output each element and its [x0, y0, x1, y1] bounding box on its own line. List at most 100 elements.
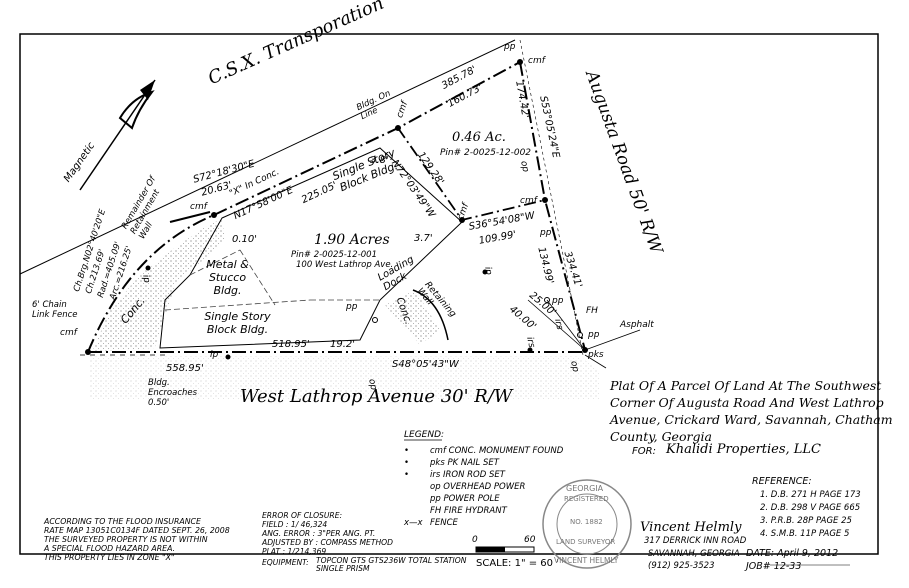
seal-georgia: GEORGIA [566, 484, 604, 493]
plat-date: DATE: April 9, 2012 [746, 548, 839, 559]
cmf-label-6: cmf [60, 328, 77, 338]
building-interior-wall [189, 249, 241, 276]
monument-pks [582, 347, 588, 353]
job-number: JOB# 12-33 [746, 561, 802, 572]
surveyor-phone: (912) 925-3523 [648, 561, 715, 571]
csx-row-line [19, 39, 516, 275]
closure-line: PLAT : 1/214,369 [262, 547, 327, 556]
concrete-area-dock [385, 290, 440, 345]
legend-dot-icon: • [404, 470, 410, 480]
monument-cmf-5 [542, 197, 548, 203]
building-interior-wall-2 [164, 299, 311, 311]
legend-item-irs: • irs IRON ROD SET [404, 470, 505, 480]
ip-label-3: ip [140, 274, 152, 284]
legend-text: irs IRON ROD SET [430, 470, 505, 480]
legend-item-pp: pp POWER POLE [404, 494, 500, 504]
monument-cmf-4 [459, 217, 465, 223]
seal-name: VINCENT HELMLY [554, 556, 619, 565]
closure-line: ADJUSTED BY : COMPASS METHOD [262, 538, 393, 547]
cmf-label-3: cmf [528, 56, 545, 66]
concrete-area-west [92, 218, 225, 352]
fire-hydrant-label: FH [586, 306, 598, 316]
parcel-2-pin: Pin# 2-0025-12-002 [440, 148, 532, 158]
seal-registered: REGISTERED [564, 495, 609, 503]
metal-stucco-label: Metal & Stucco Bldg. [206, 258, 249, 297]
monument-cmf-1 [211, 212, 217, 218]
dist-19-2: 19.2' [330, 339, 356, 350]
scale-bar [475, 546, 535, 553]
power-pole-2 [372, 317, 378, 323]
retaining-wall-remainder [169, 211, 211, 223]
surveyor-name: Vincent Helmly [640, 520, 742, 535]
parcel-1-pin: Pin# 2-0025-12-001 [291, 250, 377, 260]
monument-ip-2 [482, 269, 488, 275]
cmf-label-5: cmf [520, 196, 537, 206]
parcel-1-address: 100 West Lathrop Ave. [296, 260, 394, 270]
parcel-1-area: 1.90 Acres [314, 232, 390, 248]
legend-text: pks PK NAIL SET [430, 458, 499, 468]
parcel-west-curve [87, 214, 215, 353]
flood-note-line: THE SURVEYED PROPERTY IS NOT WITHIN [44, 535, 208, 544]
title-line-2: Corner Of Augusta Road And West Lathrop [610, 395, 884, 410]
legend-text: pp POWER POLE [430, 494, 500, 504]
legend-dot-icon: • [404, 446, 410, 456]
dist-3-7: 3.7' [414, 233, 433, 244]
overhead-power-line-3 [527, 299, 586, 351]
irs-label-2: irs [552, 318, 565, 331]
equipment-label: EQUIPMENT: [262, 558, 309, 567]
surveyor-seal [542, 479, 632, 569]
irs-label-1: irs [524, 336, 537, 349]
flood-note-line: ACCORDING TO THE FLOOD INSURANCE [44, 517, 201, 526]
seal-number: NO. 1882 [570, 518, 603, 526]
lathrop-roadway [90, 356, 600, 400]
asphalt-label: Asphalt [620, 320, 654, 330]
asphalt-edge-2 [584, 354, 607, 369]
single-story-bldg-2: Single Story Block Bldg. [204, 310, 271, 336]
reference-item: 3. P.R.B. 28P PAGE 25 [760, 516, 852, 526]
legend-text: op OVERHEAD POWER [430, 482, 526, 492]
pp-label-2: pp [540, 228, 552, 238]
monument-cmf-3 [517, 59, 523, 65]
ip-label-1: ip [210, 350, 219, 360]
title-line-3: Avenue, Crickard Ward, Savannah, Chatham [610, 412, 893, 427]
legend-item-pks: •pks PK NAIL SET [404, 458, 499, 468]
reference-item: 1. D.B. 271 H PAGE 173 [760, 490, 861, 500]
monument-cmf-2 [395, 125, 401, 131]
surveyor-city: SAVANNAH, GEORGIA [648, 549, 740, 559]
scale-label: SCALE: 1" = 60 ' [476, 558, 559, 569]
closure-line: ANG. ERROR : 3"PER ANG. PT. [262, 529, 376, 538]
reference-title: REFERENCE: [752, 476, 812, 487]
chain-fence-label: 6' Chain Link Fence [32, 300, 78, 320]
monument-ip-1 [225, 354, 231, 360]
pp-label-1: pp [504, 42, 516, 52]
legend-text: FENCE [430, 518, 458, 528]
legend-text: cmf CONC. MONUMENT FOUND [430, 446, 564, 456]
seal-land-surveyor: LAND SURVEYOR [556, 538, 616, 546]
title-line-1: Plat Of A Parcel Of Land At The Southwes… [610, 378, 882, 393]
legend-item-fence: x—x FENCE [404, 518, 458, 528]
monument-cmf-6 [85, 349, 91, 355]
flood-note-line: A SPECIAL FLOOD HAZARD AREA. [44, 544, 176, 553]
dist-3-8: 3.8' [370, 155, 389, 166]
dist-518-95: 518.95' [272, 339, 310, 350]
flood-note-line: RATE MAP 13051C0134F DATED SEPT. 26, 200… [44, 526, 230, 535]
legend-text: FH FIRE HYDRANT [430, 506, 507, 516]
asphalt-edge [584, 329, 641, 351]
dist-0-10: 0.10' [232, 234, 258, 245]
fence-icon: x—x [404, 518, 423, 528]
bldg-encroaches-label: Bldg. Encroaches 0.50' [148, 378, 198, 408]
legend-item-op: op OVERHEAD POWER [404, 482, 525, 492]
building-interior-wall-3 [239, 249, 276, 306]
reference-item: 2. D.B. 298 V PAGE 665 [760, 503, 861, 513]
north-arrow-icon [79, 79, 156, 191]
power-pole-1 [544, 297, 550, 303]
overhead-power-line-2 [546, 299, 586, 351]
dist-558-95: 558.95' [166, 363, 204, 374]
client-name: Khalidi Properties, LLC [666, 442, 822, 457]
legend-title: LEGEND: [404, 430, 445, 440]
pp-label-3: pp [552, 296, 564, 306]
pks-label: pks [588, 350, 604, 360]
title-line-4: County, Georgia [610, 429, 712, 444]
for-label: FOR: [632, 446, 656, 457]
